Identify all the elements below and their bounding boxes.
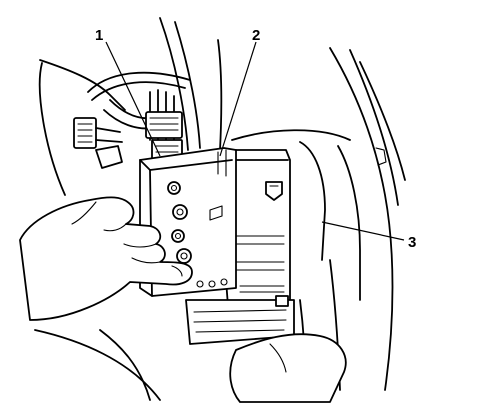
leader-1 — [105, 41, 161, 157]
lower-hand — [229, 333, 347, 403]
wiring-harness — [73, 89, 183, 169]
leader-3 — [321, 221, 405, 241]
callout-1: 1 — [95, 27, 103, 44]
technician-hand — [19, 196, 193, 321]
callout-2: 2 — [252, 27, 260, 44]
vehicle-structure — [34, 17, 406, 401]
callout-3: 3 — [408, 234, 416, 251]
callout-leaders — [105, 41, 405, 241]
leader-2 — [219, 41, 257, 157]
